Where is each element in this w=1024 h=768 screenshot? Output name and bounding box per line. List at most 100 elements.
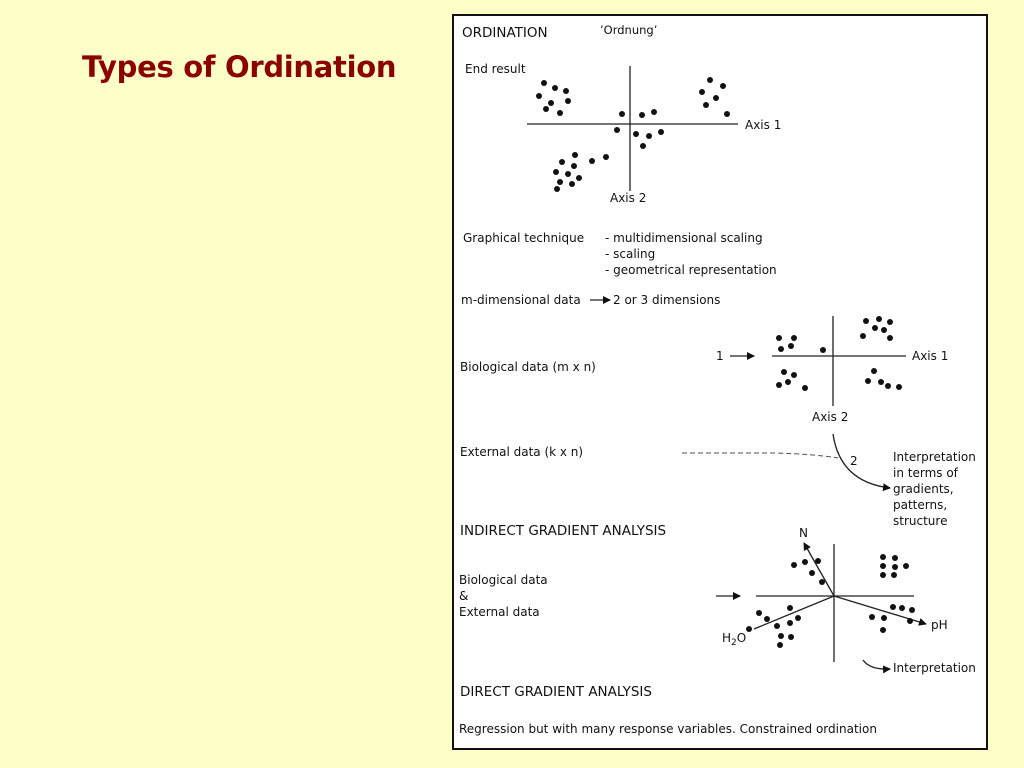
data-point [559, 159, 565, 165]
data-point [543, 106, 549, 112]
data-point [909, 607, 915, 613]
data-point [788, 343, 794, 349]
interpretation-line: structure [893, 514, 947, 528]
data-point [554, 186, 560, 192]
ordination-figure: ORDINATION ’Ordnung’ End result Axis 1 A… [452, 14, 988, 750]
data-point [703, 102, 709, 108]
end-result-plot: Axis 1 Axis 2 [527, 66, 781, 205]
technique-item: - multidimensional scaling [605, 231, 763, 245]
graphical-technique-label: Graphical technique [463, 231, 584, 245]
technique-item: - scaling [605, 247, 655, 261]
data-point [569, 181, 575, 187]
data-point [887, 335, 893, 341]
ph-label: pH [931, 618, 948, 632]
data-point [572, 152, 578, 158]
point-cluster-top-right [699, 77, 730, 117]
data-point [896, 384, 902, 390]
point-cluster-center [614, 109, 664, 149]
data-point [876, 316, 882, 322]
data-point [791, 335, 797, 341]
step-2-label: 2 [850, 454, 858, 468]
data-point [899, 605, 905, 611]
data-point [746, 626, 752, 632]
data-point [785, 379, 791, 385]
data-point [881, 327, 887, 333]
point-cluster-bottom-left [553, 152, 609, 192]
data-point [787, 605, 793, 611]
data-point [781, 369, 787, 375]
data-point [881, 615, 887, 621]
bio-ext-line: & [459, 589, 468, 603]
data-point [633, 131, 639, 137]
data-point [713, 95, 719, 101]
data-point [802, 559, 808, 565]
data-point [860, 333, 866, 339]
data-point [764, 616, 770, 622]
h2o-vector-line [753, 595, 835, 630]
data-point [791, 562, 797, 568]
data-point [787, 620, 793, 626]
data-point [707, 77, 713, 83]
data-point [552, 85, 558, 91]
data-point [903, 563, 909, 569]
biplot: N pH H2O [722, 526, 948, 662]
interpretation-line: Interpretation [893, 450, 976, 464]
data-point [571, 163, 577, 169]
data-point [777, 642, 783, 648]
data-point [788, 634, 794, 640]
data-point [871, 368, 877, 374]
data-point [865, 378, 871, 384]
axis-1-label: Axis 1 [745, 118, 781, 132]
data-point [776, 335, 782, 341]
data-point [565, 98, 571, 104]
data-point [603, 154, 609, 160]
data-point [724, 111, 730, 117]
data-point [885, 383, 891, 389]
data-point [890, 604, 896, 610]
dimensions-label: 2 or 3 dimensions [613, 293, 720, 307]
ordnung-label: ’Ordnung’ [600, 23, 657, 37]
data-point [778, 633, 784, 639]
data-point [880, 627, 886, 633]
data-point [795, 615, 801, 621]
interpretation-arrow [862, 659, 891, 674]
data-point [880, 572, 886, 578]
axis-2-label: Axis 2 [610, 191, 646, 205]
interpretation-line: gradients, [893, 482, 954, 496]
data-point [658, 129, 664, 135]
data-point [774, 623, 780, 629]
interpretation-curve-arrow [832, 433, 891, 492]
n-label: N [799, 526, 808, 540]
data-point [639, 112, 645, 118]
data-point [553, 169, 559, 175]
data-point [880, 563, 886, 569]
external-data-label: External data (k x n) [460, 445, 583, 459]
n-vector-arrow [803, 542, 835, 597]
data-point [878, 379, 884, 385]
axis-2-label: Axis 2 [812, 410, 848, 424]
data-point [892, 564, 898, 570]
biological-ordination-plot: Axis 1 Axis 2 [772, 316, 948, 424]
data-point [557, 110, 563, 116]
bio-ext-line: Biological data [459, 573, 548, 587]
data-point [815, 558, 821, 564]
interpretation-line: in terms of [893, 466, 959, 480]
data-point [589, 158, 595, 164]
data-point [651, 109, 657, 115]
data-point [548, 100, 554, 106]
data-point [756, 610, 762, 616]
data-point [863, 318, 869, 324]
slide-title: Types of Ordination [82, 50, 397, 84]
h2o-label: H2O [722, 631, 746, 648]
data-point [536, 93, 542, 99]
data-point [619, 111, 625, 117]
data-point [557, 179, 563, 185]
end-result-label: End result [465, 62, 526, 76]
data-point [869, 614, 875, 620]
data-point [892, 555, 898, 561]
data-point [802, 385, 808, 391]
m-dimensional-label: m-dimensional data [461, 293, 581, 307]
regression-note: Regression but with many response variab… [459, 722, 877, 736]
axis-1-label: Axis 1 [912, 349, 948, 363]
data-point [880, 554, 886, 560]
